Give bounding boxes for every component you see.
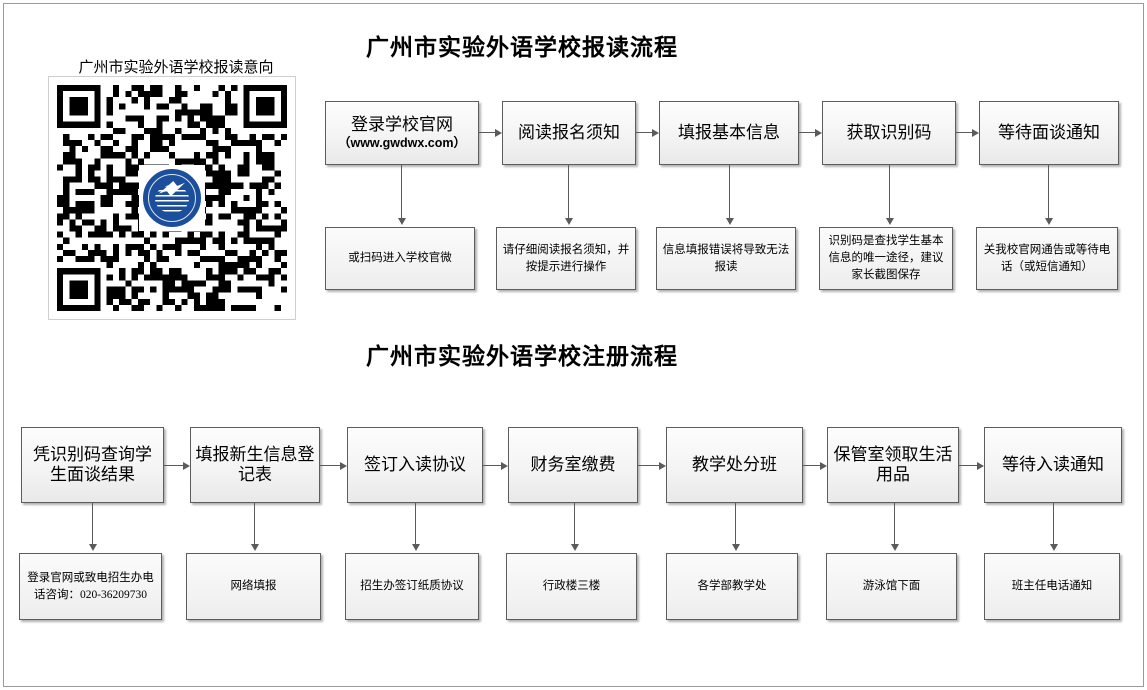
flow-note-text: 登录官网或致电招生办电话咨询：020-36209730 xyxy=(27,571,154,601)
arrow-register-1-2 xyxy=(164,461,190,470)
arrow-apply-1-2 xyxy=(479,128,502,137)
flow-step-subtitle: （www.gwdwx.com） xyxy=(337,136,467,151)
arrow-register-note-6 xyxy=(890,503,899,551)
flow-step-title: 登录学校官网 xyxy=(351,115,453,135)
flow-step-register-4[interactable]: 财务室缴费 xyxy=(508,427,638,503)
flow-step-label: 签订入读协议 xyxy=(364,454,466,474)
flow-note-text: 各学部教学处 xyxy=(697,580,767,593)
flow-note-apply-2: 请仔细阅读报名须知，并按提示进行操作 xyxy=(496,227,636,290)
flow-note-text: 请仔细阅读报名须知，并按提示进行操作 xyxy=(502,243,630,273)
flow-step-label: 填报新生信息登记表 xyxy=(195,444,315,484)
qr-caption: 广州市实验外语学校报读意向 xyxy=(78,60,274,76)
flow-step-register-3[interactable]: 签订入读协议 xyxy=(347,427,483,503)
flow-step-label: 保管室领取生活用品 xyxy=(833,444,953,484)
arrow-register-note-5 xyxy=(731,503,740,551)
qr-code-matrix xyxy=(57,85,287,311)
flow-note-text: 班主任电话通知 xyxy=(1011,580,1093,593)
flow-step-apply-4[interactable]: 获取识别码 xyxy=(822,101,956,165)
qr-code xyxy=(48,76,296,320)
arrow-apply-note-2 xyxy=(564,165,573,225)
flow-step-register-2[interactable]: 填报新生信息登记表 xyxy=(190,427,320,503)
arrow-register-note-1 xyxy=(88,503,97,551)
flow-note-apply-5: 关我校官网通告或等待电话（或短信通知） xyxy=(976,227,1118,290)
flow-note-register-7: 班主任电话通知 xyxy=(984,553,1120,620)
flow-note-register-6: 游泳馆下面 xyxy=(826,553,957,620)
arrow-apply-note-3 xyxy=(725,165,734,225)
arrow-register-3-4 xyxy=(483,461,508,470)
flow-note-text: 网络填报 xyxy=(230,580,277,593)
arrow-register-5-6 xyxy=(803,461,827,470)
flow-step-apply-1[interactable]: 登录学校官网 （www.gwdwx.com） xyxy=(325,101,479,165)
flow-step-apply-2[interactable]: 阅读报名须知 xyxy=(502,101,636,165)
flow-step-label: 获取识别码 xyxy=(846,122,932,142)
flow-note-text: 信息填报错误将导致无法报读 xyxy=(662,243,790,273)
arrow-apply-note-5 xyxy=(1044,165,1053,225)
flow-step-label: 财务室缴费 xyxy=(530,454,616,474)
arrow-register-note-4 xyxy=(570,503,579,551)
flow-step-label: 教学处分班 xyxy=(692,454,777,474)
arrow-apply-4-5 xyxy=(956,128,979,137)
flow-note-register-1: 登录官网或致电招生办电话咨询：020-36209730 xyxy=(19,553,162,620)
flow-step-register-5[interactable]: 教学处分班 xyxy=(666,427,803,503)
flow-note-apply-1: 或扫码进入学校官微 xyxy=(325,227,475,290)
arrow-register-note-7 xyxy=(1049,503,1058,551)
flow-note-register-3: 招生办签订纸质协议 xyxy=(345,553,479,620)
flow-step-label: 等待入读通知 xyxy=(1002,454,1104,474)
flow-step-label: 阅读报名须知 xyxy=(518,122,620,142)
flow-note-apply-3: 信息填报错误将导致无法报读 xyxy=(656,227,796,290)
flow-step-register-6[interactable]: 保管室领取生活用品 xyxy=(827,427,959,503)
school-emblem-logo xyxy=(139,165,205,231)
flow-step-label: 凭识别码查询学生面谈结果 xyxy=(33,444,152,484)
flow-note-text: 识别码是查找学生基本信息的唯一途径，建议家长截图保存 xyxy=(828,235,944,281)
flow-note-text: 或扫码进入学校官微 xyxy=(348,252,452,265)
flow-note-register-5: 各学部教学处 xyxy=(666,553,798,620)
arrow-register-2-3 xyxy=(320,461,347,470)
flow-step-label: 填报基本信息 xyxy=(678,122,780,142)
arrow-apply-note-1 xyxy=(397,165,406,225)
flow-note-register-2: 网络填报 xyxy=(186,553,321,620)
flow-step-label: 等待面谈通知 xyxy=(998,122,1100,142)
arrow-apply-note-4 xyxy=(885,165,894,225)
flow-note-text: 游泳馆下面 xyxy=(862,580,921,593)
arrow-register-note-3 xyxy=(411,503,420,551)
flow-step-register-7[interactable]: 等待入读通知 xyxy=(984,427,1122,503)
arrow-register-6-7 xyxy=(959,461,984,470)
flow-step-register-1[interactable]: 凭识别码查询学生面谈结果 xyxy=(21,427,164,503)
arrow-register-note-2 xyxy=(250,503,259,551)
arrow-apply-3-4 xyxy=(799,128,822,137)
section-title-apply: 广州市实验外语学校报读流程 xyxy=(366,35,678,60)
arrow-register-4-5 xyxy=(638,461,666,470)
flow-note-apply-4: 识别码是查找学生基本信息的唯一途径，建议家长截图保存 xyxy=(819,227,953,290)
flow-step-label: 登录学校官网 （www.gwdwx.com） xyxy=(334,115,470,151)
flow-note-register-4: 行政楼三楼 xyxy=(506,553,637,620)
flow-note-text: 招生办签订纸质协议 xyxy=(360,580,464,593)
flow-note-text: 关我校官网通告或等待电话（或短信通知） xyxy=(983,243,1111,273)
flow-note-text: 行政楼三楼 xyxy=(542,580,601,593)
arrow-apply-2-3 xyxy=(636,128,659,137)
flow-step-apply-5[interactable]: 等待面谈通知 xyxy=(979,101,1119,165)
flow-step-apply-3[interactable]: 填报基本信息 xyxy=(659,101,799,165)
section-title-register: 广州市实验外语学校注册流程 xyxy=(366,344,678,369)
